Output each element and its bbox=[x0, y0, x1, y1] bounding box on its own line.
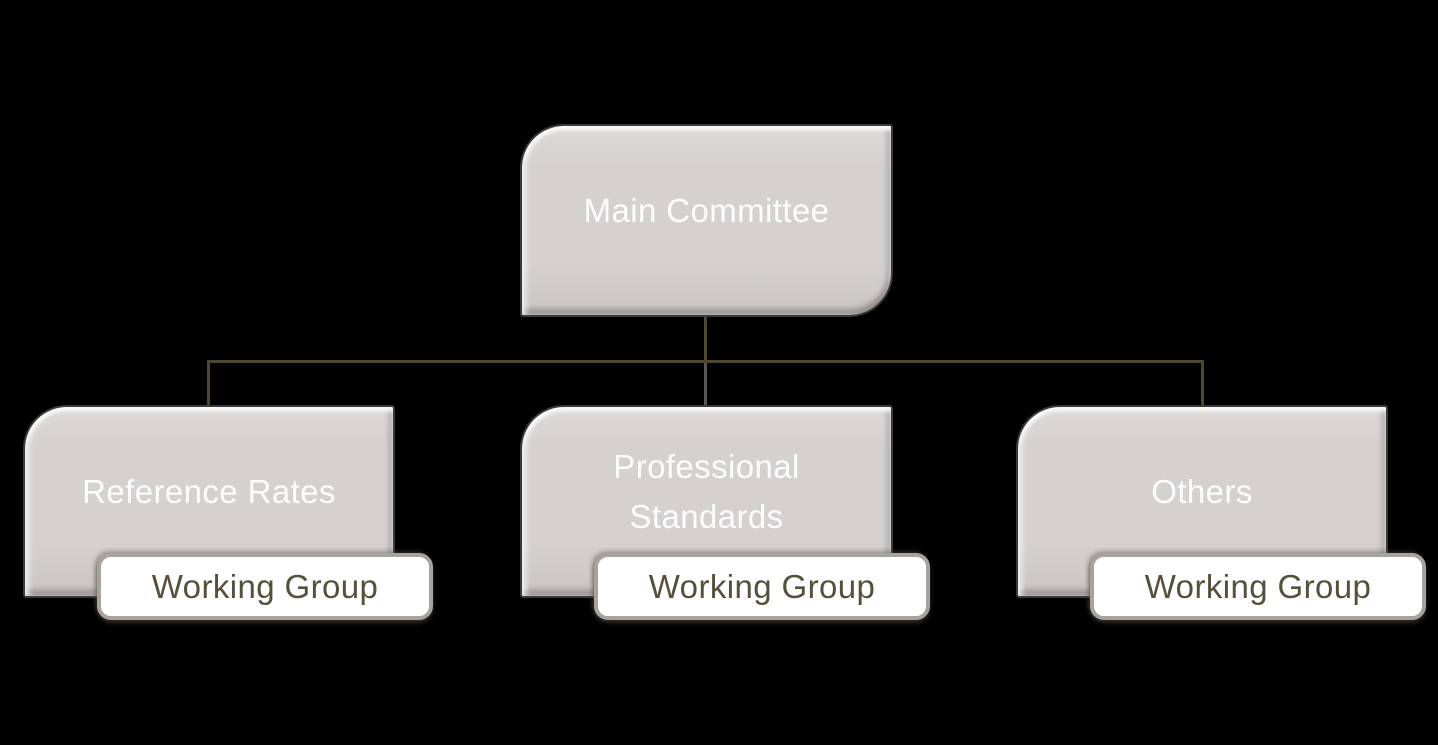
connector-middle-drop bbox=[704, 363, 707, 407]
subnode-working-group-professional-standards: Working Group bbox=[594, 553, 930, 620]
subnode-working-group-reference-rates: Working Group bbox=[97, 553, 433, 620]
node-main-committee-label: Main Committee bbox=[583, 191, 830, 229]
subnode-working-group-label: Working Group bbox=[1144, 567, 1372, 605]
node-professional-standards-label: Professional Standards bbox=[613, 447, 800, 535]
subnode-working-group-others: Working Group bbox=[1090, 553, 1426, 620]
connector-horizontal bbox=[207, 360, 1204, 363]
node-main-committee: Main Committee bbox=[520, 124, 893, 317]
connector-right-drop bbox=[1201, 360, 1204, 407]
node-others-label: Others bbox=[1151, 472, 1253, 510]
node-professional-standards: Professional Standards bbox=[520, 405, 893, 598]
connector-left-drop bbox=[207, 360, 210, 407]
connector-root-drop bbox=[704, 315, 707, 362]
subnode-working-group-label: Working Group bbox=[648, 567, 876, 605]
subnode-working-group-label: Working Group bbox=[151, 567, 379, 605]
node-reference-rates-label: Reference Rates bbox=[82, 472, 336, 510]
